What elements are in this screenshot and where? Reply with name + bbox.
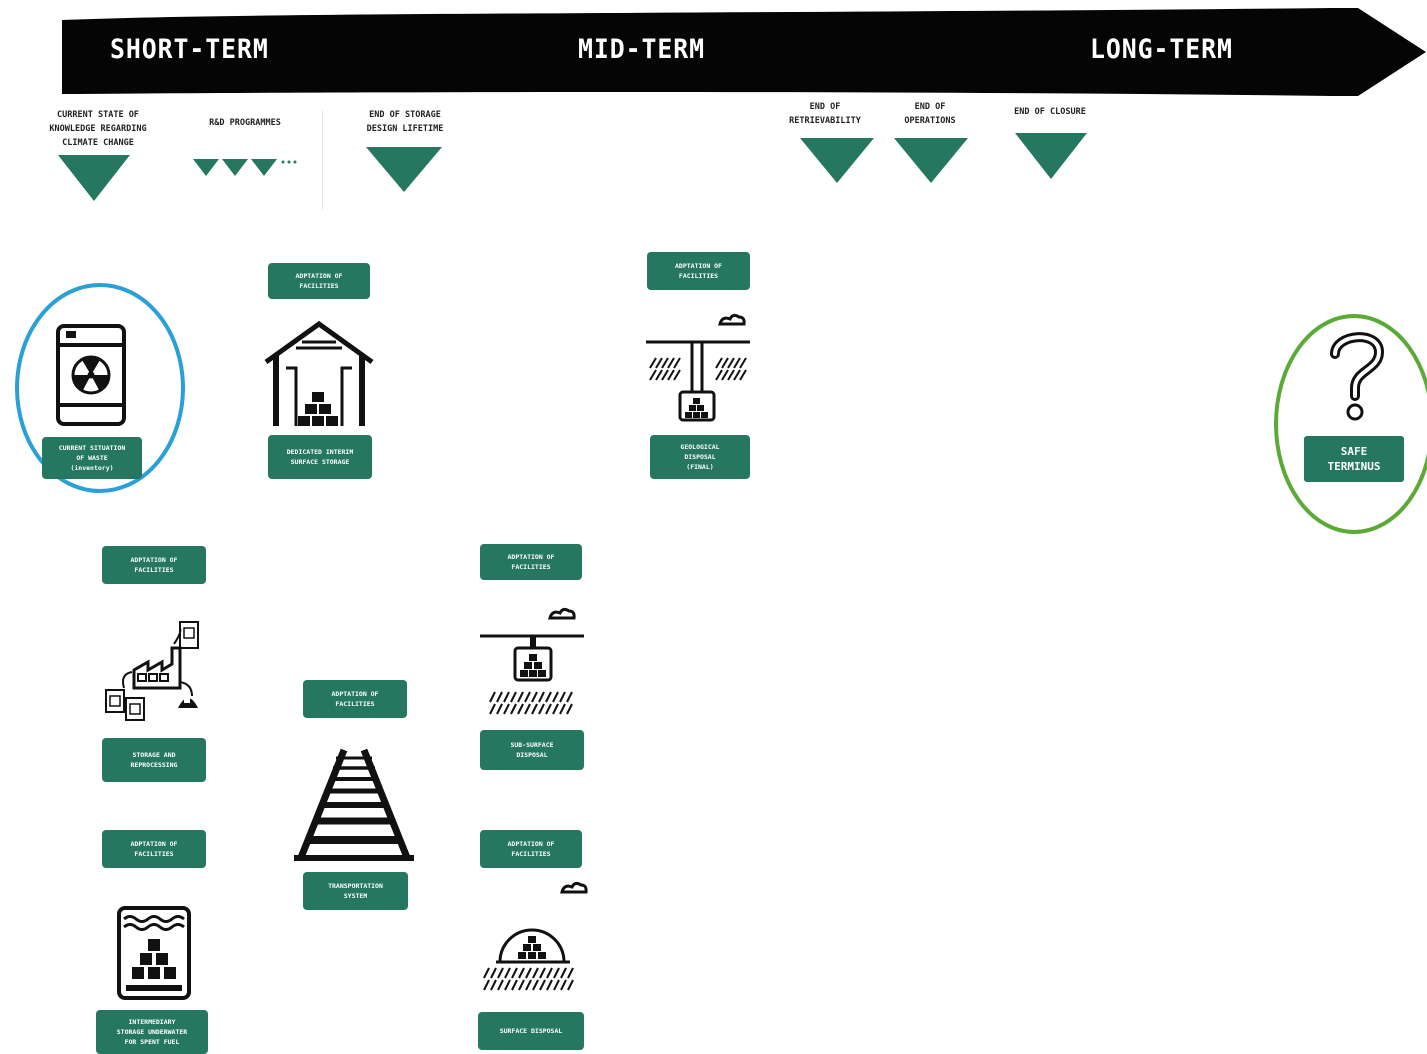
milestone-marker — [1015, 133, 1087, 179]
geological-disposal-icon — [646, 313, 750, 422]
adaptation-geological: ADPTATION OF FACILITIES — [647, 252, 750, 290]
surface-disposal-icon — [483, 881, 588, 991]
adaptation-transport: ADPTATION OF FACILITIES — [303, 680, 407, 718]
node-current-waste: CURRENT SITUATION OF WASTE (inventory) — [42, 437, 142, 479]
question-mark-icon — [1330, 332, 1385, 421]
milestone-marker — [366, 147, 442, 192]
adaptation-underwater: ADPTATION OF FACILITIES — [102, 830, 206, 868]
milestone-marker — [894, 138, 968, 183]
milestone-marker — [251, 159, 277, 176]
radioactive-barrel-icon — [56, 324, 126, 426]
sub-surface-disposal-icon — [480, 607, 584, 715]
node-safe-terminus: SAFE TERMINUS — [1304, 436, 1404, 482]
timeline-arrow — [62, 8, 1426, 96]
node-transport-system: TRANSPORTATION SYSTEM — [303, 872, 408, 910]
storage-shed-icon — [264, 320, 374, 426]
adaptation-sub-surface: ADPTATION OF FACILITIES — [480, 544, 582, 580]
adaptation-interim: ADPTATION OF FACILITIES — [268, 263, 370, 299]
underwater-pool-icon — [117, 906, 191, 1000]
node-underwater-storage: INTERMEDIARY STORAGE UNDERWATER FOR SPEN… — [96, 1010, 208, 1054]
node-interim-storage: DEDICATED INTERIM SURFACE STORAGE — [268, 435, 372, 479]
separator — [322, 110, 323, 210]
milestone-operations: END OF OPERATIONS — [904, 102, 956, 126]
milestone-climate-knowledge: CURRENT STATE OF KNOWLEDGE REGARDING CLI… — [49, 110, 147, 148]
highlight-ring-blue — [15, 283, 185, 493]
phase-mid-term: MID-TERM — [578, 34, 706, 65]
phase-long-term: LONG-TERM — [1090, 34, 1233, 65]
node-storage-reprocessing: STORAGE AND REPROCESSING — [102, 738, 206, 782]
milestone-marker — [58, 155, 130, 201]
reprocessing-factory-icon — [105, 621, 199, 721]
phase-short-term: SHORT-TERM — [110, 34, 269, 65]
adaptation-reprocessing: ADPTATION OF FACILITIES — [102, 546, 206, 584]
highlight-ring-green — [1274, 314, 1427, 534]
node-geological-disposal: GEOLOGICAL DISPOSAL (FINAL) — [650, 435, 750, 479]
milestone-marker — [193, 159, 219, 176]
adaptation-surface: ADPTATION OF FACILITIES — [480, 830, 582, 868]
milestone-marker — [800, 138, 874, 183]
milestone-closure: END OF CLOSURE — [1014, 107, 1086, 117]
railway-track-icon — [294, 748, 414, 862]
ellipsis-dots — [281, 160, 297, 164]
node-surface-disposal: SURFACE DISPOSAL — [478, 1012, 584, 1050]
milestone-rd-programmes: R&D PROGRAMMES — [209, 118, 281, 128]
milestone-marker — [222, 159, 248, 176]
milestone-storage-lifetime: END OF STORAGE DESIGN LIFETIME — [366, 110, 444, 134]
milestone-retrievability: END OF RETRIEVABILITY — [789, 102, 861, 126]
node-sub-surface-disposal: SUB-SURFACE DISPOSAL — [480, 730, 584, 770]
